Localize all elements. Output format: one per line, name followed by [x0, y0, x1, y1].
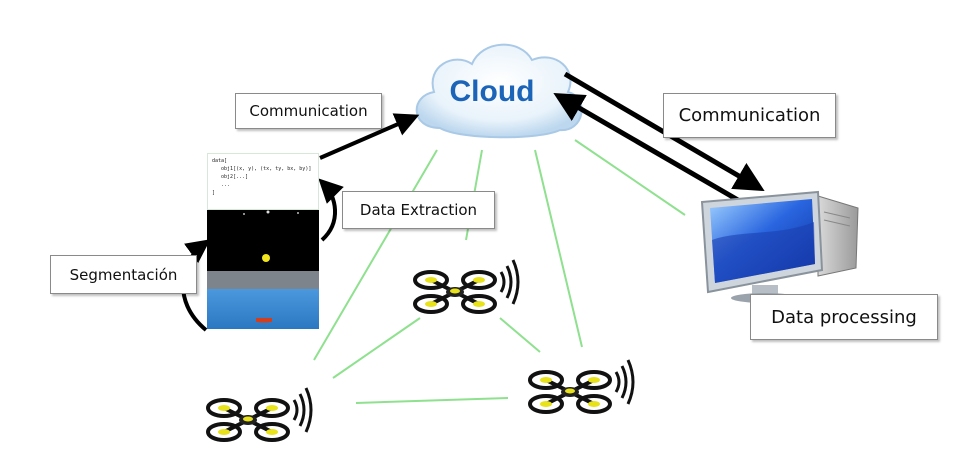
- computer-icon: [700, 190, 859, 303]
- link-drone-left-right: [355, 397, 509, 404]
- extracted-data-code: data[ obj1[(x, y), (tx, ty, bx, by)] obj…: [207, 153, 319, 210]
- label-data-processing: Data processing: [750, 294, 938, 340]
- arrow-data-extraction: [318, 178, 344, 242]
- code-line: obj1[(x, y), (tx, ty, bx, by)]: [212, 166, 312, 172]
- label-data-extraction: Data Extraction: [342, 191, 495, 229]
- cloud-icon: Cloud: [415, 43, 583, 139]
- camera-frame-image: [207, 209, 319, 329]
- label-segmentacion: Segmentación: [50, 255, 197, 294]
- link-cloud-drone-right: [534, 149, 583, 348]
- drone-icon: [528, 358, 635, 414]
- link-drone-center-right: [499, 317, 541, 353]
- code-line: ]: [212, 190, 216, 196]
- label-communication-left: Communication: [235, 93, 382, 129]
- cloud-label: Cloud: [450, 75, 535, 108]
- code-line: data[: [212, 158, 228, 164]
- code-line: obj2[...]: [212, 174, 249, 180]
- label-communication-right: Communication: [663, 93, 836, 138]
- code-line: ...: [212, 182, 231, 188]
- link-cloud-computer: [574, 139, 686, 216]
- drone-icon: [413, 258, 520, 314]
- link-drone-left-center: [332, 317, 421, 379]
- arrow-cloud-to-computer: [563, 71, 765, 192]
- arrow-computer-to-cloud: [553, 92, 752, 210]
- link-cloud-drone-left: [313, 149, 438, 361]
- arrow-image-to-cloud: [319, 113, 420, 160]
- drone-icon: [206, 386, 313, 442]
- network-links: [313, 139, 686, 404]
